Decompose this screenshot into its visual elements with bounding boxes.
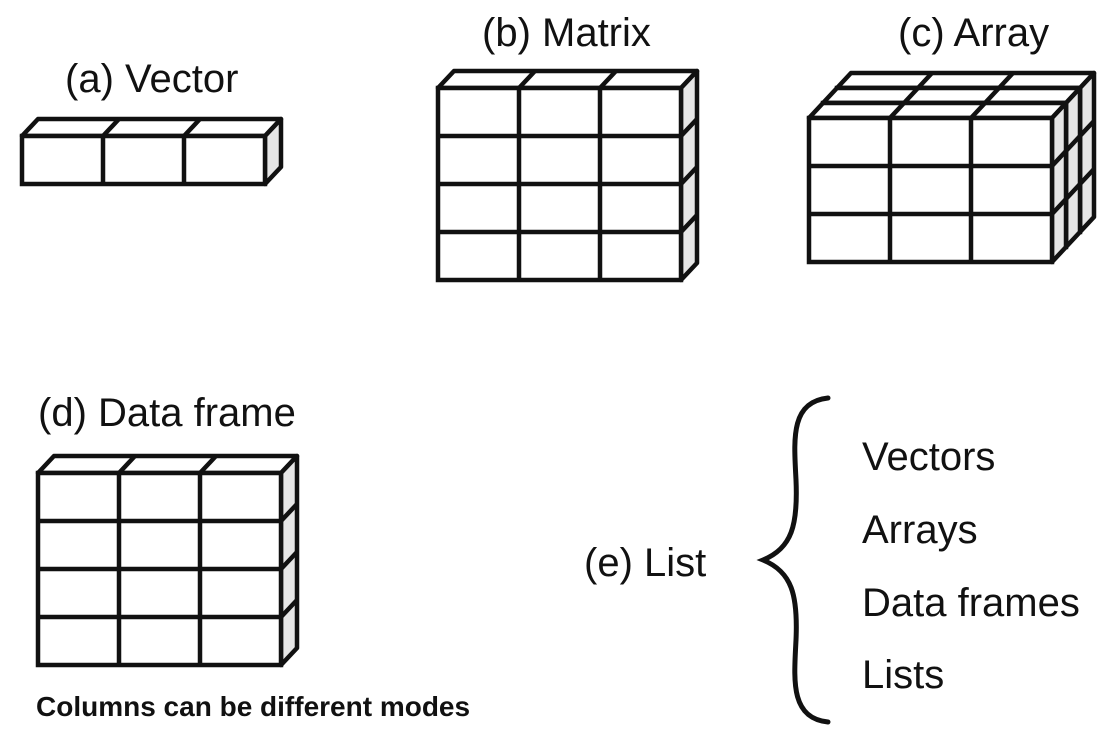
side-divider (1050, 197, 1068, 216)
list-item-lists: Lists (862, 653, 944, 697)
list-item-data-frames: Data frames (862, 581, 1080, 625)
list-item-vectors: Vectors (862, 435, 995, 479)
matrix-shape (435, 68, 700, 283)
side-divider (1064, 134, 1082, 153)
side-divider (1078, 119, 1096, 138)
top-divider (997, 71, 1015, 90)
array-shape (806, 70, 1097, 265)
data-frame-note: Columns can be different modes (36, 691, 470, 722)
top-face (19, 116, 284, 139)
side-divider (279, 502, 299, 523)
front-face (806, 115, 1055, 265)
top-face (435, 68, 700, 91)
top-face (35, 453, 300, 476)
side-divider (1064, 182, 1082, 201)
top-divider (916, 71, 934, 90)
top-divider (969, 101, 987, 120)
data-frame-shape (35, 453, 300, 668)
top-divider (182, 117, 202, 138)
top-divider (517, 69, 537, 90)
side-divider (1050, 149, 1068, 168)
side-divider (279, 598, 299, 619)
list-label: (e) List (584, 541, 706, 585)
front-face (19, 133, 268, 187)
top-divider (983, 86, 1001, 105)
data-frame-label: (d) Data frame (38, 391, 296, 435)
list-item-arrays: Arrays (862, 508, 978, 552)
vector-label: (a) Vector (65, 57, 238, 101)
side-divider (1078, 167, 1096, 186)
top-divider (888, 101, 906, 120)
top-divider (101, 117, 121, 138)
array-label: (c) Array (898, 11, 1049, 55)
side-divider (679, 213, 699, 234)
side-divider (279, 550, 299, 571)
top-divider (598, 69, 618, 90)
top-divider (117, 454, 137, 475)
top-divider (198, 454, 218, 475)
side-divider (679, 165, 699, 186)
top-divider (902, 86, 920, 105)
list-brace (756, 395, 831, 725)
vector-shape (19, 116, 284, 187)
matrix-label: (b) Matrix (482, 11, 651, 55)
side-divider (679, 117, 699, 138)
